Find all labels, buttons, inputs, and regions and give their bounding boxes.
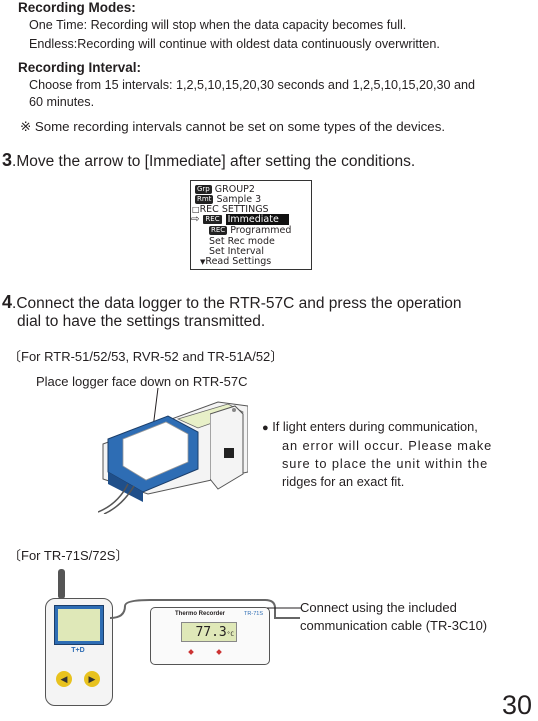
step-4-text-1: .Connect the data logger to the RTR-57C … xyxy=(12,295,462,312)
step-3: 3.Move the arrow to [Immediate] after se… xyxy=(2,150,415,171)
tr71s-device: Thermo Recorder TR-71S 77.3°C xyxy=(150,607,270,665)
note: ※ Some recording intervals cannot be set… xyxy=(20,119,446,134)
section2-caption-1: Connect using the included xyxy=(300,600,457,615)
left-button[interactable]: ◀ xyxy=(56,671,72,687)
led-red-1 xyxy=(188,649,194,655)
right-button[interactable]: ▶ xyxy=(84,671,100,687)
recording-modes-endless: Endless:Recording will continue with old… xyxy=(29,37,440,51)
antenna xyxy=(58,569,65,599)
recording-modes-heading: Recording Modes: xyxy=(18,0,136,15)
recording-interval-heading: Recording Interval: xyxy=(18,60,142,75)
rec-tag-2: REC xyxy=(209,226,228,235)
section2-caption-2: communication cable (TR-3C10) xyxy=(300,618,488,633)
handheld-lcd xyxy=(58,609,100,641)
bullet-line-4: ridges for an exact fit. xyxy=(282,474,405,489)
page-number: 30 xyxy=(501,690,532,720)
section1-title: 〔For RTR-51/52/53, RVR-52 and TR-51A/52〕 xyxy=(8,349,284,364)
rtr57c-side-illustration xyxy=(210,405,244,490)
lcd-rec-settings: REC SETTINGS xyxy=(199,204,269,215)
device-lcd: 77.3°C xyxy=(181,622,237,642)
lcd-value: 77.3 xyxy=(195,625,227,640)
communication-cable xyxy=(110,599,300,619)
section1-bullet-note: ● If light enters during communication, … xyxy=(262,418,532,491)
grp-tag: Grp xyxy=(195,185,212,194)
step-4-text-2: dial to have the settings transmitted. xyxy=(17,313,266,330)
lcd-set-interval: Set Interval xyxy=(209,246,265,257)
step-4: 4.Connect the data logger to the RTR-57C… xyxy=(2,292,462,313)
step-3-number: 3 xyxy=(2,150,13,170)
step-3-text: .Move the arrow to [Immediate] after set… xyxy=(12,153,416,170)
folder-icon: □ xyxy=(192,205,200,214)
lcd-group: GROUP2 xyxy=(214,184,255,195)
caption-leader-line xyxy=(267,607,301,609)
section1-caption: Place logger face down on RTR-57C xyxy=(36,374,248,389)
handheld-label: T+D xyxy=(71,647,85,654)
lcd-unit: °C xyxy=(226,631,234,638)
bullet-line-2: an error will occur. Please make xyxy=(282,438,493,453)
lcd-immediate: Immediate xyxy=(225,214,289,225)
handheld-device: T+D ◀ ▶ xyxy=(45,569,113,706)
led-red-2 xyxy=(216,649,222,655)
bullet-line-1: ● If light enters during communication, xyxy=(262,419,478,434)
bullet-line-3: sure to place the unit within the xyxy=(282,456,489,471)
rec-tag: REC xyxy=(202,214,223,225)
lcd-read-settings-line: ▼Read Settings xyxy=(200,256,271,268)
lcd-set-rec-mode: Set Rec mode xyxy=(209,236,275,247)
section2-title: 〔For TR-71S/72S〕 xyxy=(8,548,129,563)
device-brand: Thermo Recorder xyxy=(175,611,226,617)
lcd-rec-settings-line: □REC SETTINGS xyxy=(192,204,269,215)
bullet-icon: ● xyxy=(262,422,269,434)
lcd-read-settings: Read Settings xyxy=(205,256,272,267)
step-4-number: 4 xyxy=(2,292,13,312)
handheld-screen xyxy=(54,605,104,645)
recording-interval-line2: 60 minutes. xyxy=(29,95,95,109)
recording-interval-line1: Choose from 15 intervals: 1,2,5,10,15,20… xyxy=(29,78,475,92)
device-model: TR-71S xyxy=(244,611,263,617)
triangle-down-icon: ▼ xyxy=(200,258,206,266)
lcd-sample: Sample 3 xyxy=(216,194,262,205)
lcd-programmed: Programmed xyxy=(230,225,292,236)
arrow-right-icon: ⇨ xyxy=(191,214,200,225)
recording-modes-one-time: One Time: Recording will stop when the d… xyxy=(29,18,407,32)
rmt-tag: Rmt xyxy=(195,195,214,204)
